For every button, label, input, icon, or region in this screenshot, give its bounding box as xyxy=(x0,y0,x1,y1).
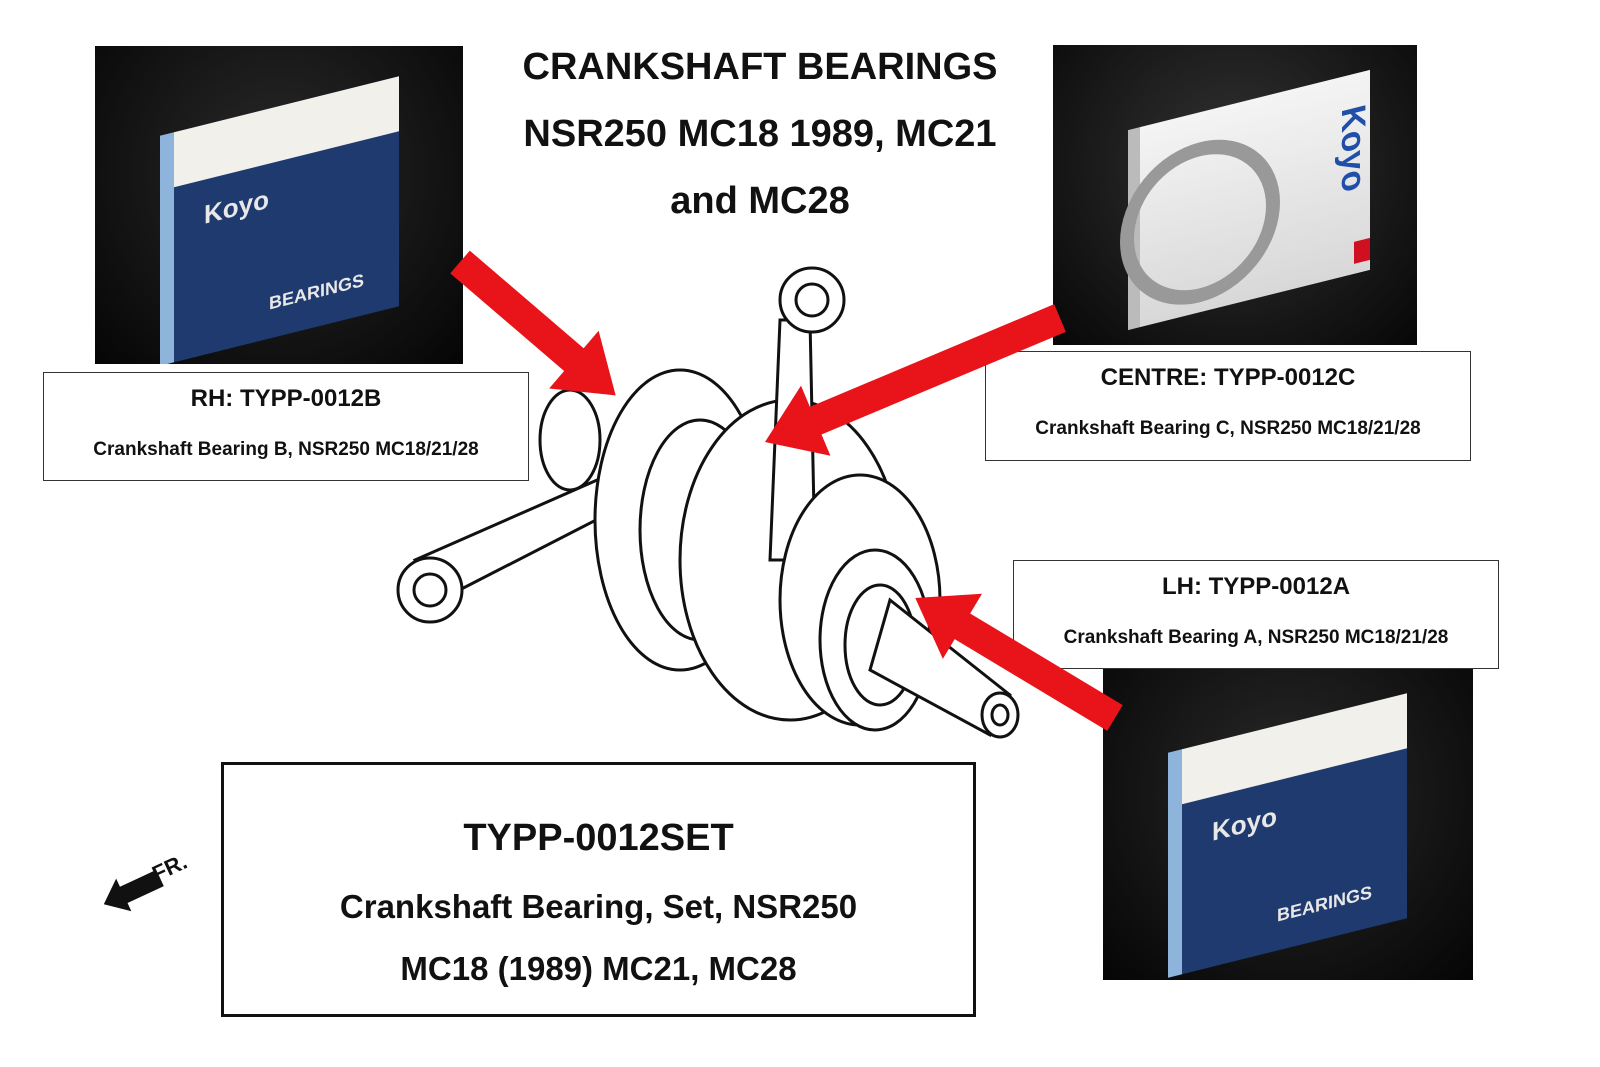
label-centre: CENTRE: TYPP-0012C Crankshaft Bearing C,… xyxy=(985,351,1471,461)
rod-small-end-centre-bore xyxy=(794,282,830,318)
label-rh-desc: Crankshaft Bearing B, NSR250 MC18/21/28 xyxy=(93,439,479,460)
label-lh-desc: Crankshaft Bearing A, NSR250 MC18/21/28 xyxy=(1063,627,1449,648)
shaft-end-bore xyxy=(990,703,1010,727)
label-centre-code: CENTRE: TYPP-0012C xyxy=(1100,364,1356,391)
arrow-rh xyxy=(450,250,616,396)
photo-bearing-lh: Koyo BEARINGS xyxy=(1103,668,1473,980)
label-lh-code: LH: TYPP-0012A xyxy=(1161,573,1351,600)
title-line-1: CRANKSHAFT BEARINGS xyxy=(522,46,998,88)
label-lh: LH: TYPP-0012A Crankshaft Bearing A, NSR… xyxy=(1013,560,1499,669)
front-arrow-icon xyxy=(103,869,164,912)
photo-bearing-centre: Koyo xyxy=(1053,45,1417,345)
set-box: TYPP-0012SET Crankshaft Bearing, Set, NS… xyxy=(221,762,976,1017)
label-rh-code: RH: TYPP-0012B xyxy=(190,385,382,412)
title-line-3: and MC28 xyxy=(670,180,850,222)
set-line-2: MC18 (1989) MC21, MC28 xyxy=(400,950,797,987)
title-line-2: NSR250 MC18 1989, MC21 xyxy=(523,113,997,155)
label-centre-desc: Crankshaft Bearing C, NSR250 MC18/21/28 xyxy=(1035,418,1421,439)
photo-bearing-rh: Koyo BEARINGS xyxy=(95,46,463,364)
arrow-lh xyxy=(915,593,1123,731)
label-rh: RH: TYPP-0012B Crankshaft Bearing B, NSR… xyxy=(43,372,529,481)
set-line-1: Crankshaft Bearing, Set, NSR250 xyxy=(339,888,858,925)
set-code: TYPP-0012SET xyxy=(463,817,734,859)
arrow-centre xyxy=(765,304,1066,456)
rod-small-end-left-bore xyxy=(412,572,448,608)
